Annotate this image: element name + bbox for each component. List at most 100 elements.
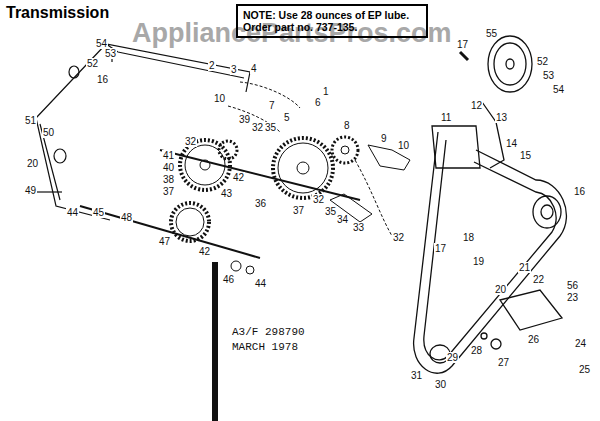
callout-number: 36 <box>254 198 267 209</box>
pulley <box>533 196 561 228</box>
diagram-title: Transmission <box>6 4 109 22</box>
callout-number: 42 <box>232 172 245 183</box>
callout-number: 10 <box>397 140 410 151</box>
washer <box>491 339 501 349</box>
callout-number: 37 <box>162 186 175 197</box>
callout-number: 29 <box>446 352 459 363</box>
sprocket-hub <box>341 146 349 154</box>
callout-number: 51 <box>24 115 37 126</box>
key <box>460 52 468 60</box>
callout-number: 43 <box>220 188 233 199</box>
callout-number: 32 <box>251 122 264 133</box>
callout-number: 13 <box>495 112 508 123</box>
callout-number: 45 <box>92 207 105 218</box>
callout-number: 16 <box>573 186 586 197</box>
drawing-number: MARCH 1978 <box>232 341 298 354</box>
callout-number: 39 <box>238 114 251 125</box>
case-flange <box>432 126 480 168</box>
callout-number: 31 <box>410 370 423 381</box>
callout-number: 24 <box>574 338 587 349</box>
callout-number: 52 <box>536 56 549 67</box>
callout-number: 23 <box>566 292 579 303</box>
callout-number: 17 <box>434 243 447 254</box>
bearing <box>54 149 66 163</box>
note-text: NOTE: Use 28 ounces of EP lube. Order pa… <box>243 9 421 33</box>
callout-number: 10 <box>213 93 226 104</box>
pulley <box>488 36 532 92</box>
callout-number: 34 <box>336 214 349 225</box>
gear <box>273 138 333 198</box>
callout-number: 46 <box>222 274 235 285</box>
callout-number: 19 <box>472 256 485 267</box>
callout-number: 53 <box>542 70 555 81</box>
bearing <box>69 66 79 78</box>
pulley-hub <box>506 59 514 69</box>
callout-number: 17 <box>456 39 469 50</box>
note-box: NOTE: Use 28 ounces of EP lube. Order pa… <box>236 4 428 38</box>
gears <box>171 82 410 274</box>
callout-number: 42 <box>198 246 211 257</box>
gear-hub <box>297 162 309 174</box>
gear-hub <box>200 160 210 170</box>
callout-number: 30 <box>434 379 447 390</box>
pulley-rim <box>494 43 526 85</box>
callout-number: 35 <box>264 122 277 133</box>
callout-number: 20 <box>26 158 39 169</box>
top-pulley <box>460 36 532 92</box>
callout-number: 18 <box>462 232 475 243</box>
sprocket <box>219 141 237 159</box>
callout-number: 48 <box>120 212 133 223</box>
callout-number: 44 <box>254 278 267 289</box>
callout-number: 20 <box>494 284 507 295</box>
callout-number: 37 <box>292 205 305 216</box>
chain <box>228 82 300 132</box>
callout-number: 16 <box>96 74 109 85</box>
callout-number: 27 <box>497 357 510 368</box>
callout-number: 41 <box>162 150 175 161</box>
callout-number: 14 <box>505 138 518 149</box>
callout-number: 6 <box>314 97 322 108</box>
callout-number: 4 <box>250 63 258 74</box>
callout-number: 53 <box>104 48 117 59</box>
gear <box>171 203 209 241</box>
callout-number: 55 <box>485 28 498 39</box>
housing-plate <box>36 44 250 220</box>
callout-number: 26 <box>527 334 540 345</box>
callout-number: 8 <box>343 120 351 131</box>
callout-number: 50 <box>42 127 55 138</box>
callout-number: 12 <box>470 100 483 111</box>
gear <box>176 208 204 236</box>
callout-number: 15 <box>519 150 532 161</box>
callout-number: 1 <box>322 86 330 97</box>
callout-number: 38 <box>162 174 175 185</box>
axle <box>80 206 260 258</box>
callout-number: 3 <box>230 64 238 75</box>
callout-number: 2 <box>208 60 216 71</box>
callout-number: 25 <box>578 364 591 375</box>
case-inner <box>424 140 556 360</box>
callout-number: 32 <box>392 232 405 243</box>
callout-number: 52 <box>86 58 99 69</box>
sprocket <box>332 137 358 163</box>
callout-number: 21 <box>518 262 531 273</box>
margin-bar <box>212 262 218 421</box>
cover <box>500 290 562 330</box>
callout-number: 56 <box>566 280 579 291</box>
callout-number: 11 <box>440 112 452 123</box>
callout-number: 49 <box>24 185 37 196</box>
callout-number: 22 <box>532 274 545 285</box>
pulley-hub <box>541 205 553 219</box>
gear <box>185 145 225 185</box>
callout-number: 5 <box>283 112 291 123</box>
callout-number: 32 <box>184 136 197 147</box>
bearing <box>246 266 254 274</box>
gear <box>278 143 328 193</box>
drawing-number: A3/F 298790 <box>232 326 305 339</box>
left-housing <box>30 44 360 258</box>
callout-number: 40 <box>162 162 175 173</box>
right-housing <box>414 102 567 373</box>
callout-number: 32 <box>312 194 325 205</box>
callout-number: 9 <box>380 133 388 144</box>
housing-edge <box>40 52 112 200</box>
callout-number: 7 <box>268 100 276 111</box>
